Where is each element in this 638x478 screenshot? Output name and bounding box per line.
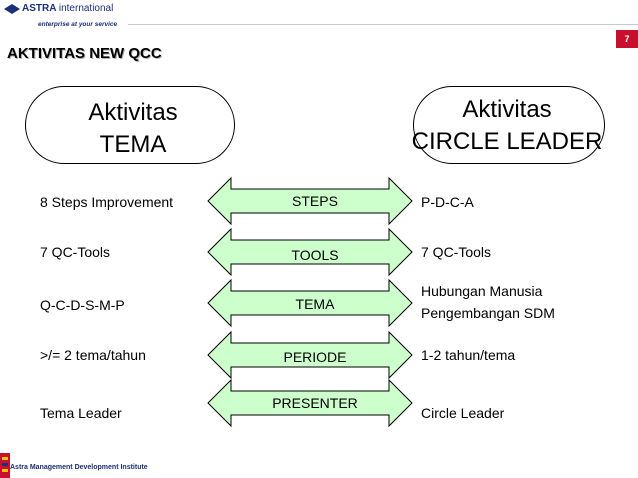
arrow-label-tools: TOOLS (291, 247, 339, 263)
right-item-tools: 7 QC-Tools (421, 244, 492, 260)
footer-institute-name: Astra Management Development Institute (10, 464, 148, 471)
page-title: AKTIVITAS NEW QCC (7, 45, 162, 62)
arrow-presenter (207, 378, 413, 428)
right-item-presenter: Circle Leader (421, 405, 505, 421)
arrow-tema (207, 278, 413, 328)
comparison-arrows (207, 176, 413, 428)
left-item-tools: 7 QC-Tools (40, 244, 111, 260)
left-item-periode: >/= 2 tema/tahun (40, 347, 146, 363)
amdi-logo-icon (0, 453, 10, 478)
arrow-label-steps: STEPS (292, 193, 338, 209)
oval-right-line-2: CIRCLE LEADER (411, 128, 603, 155)
oval-right-text: Aktivitas CIRCLE LEADER (398, 94, 616, 158)
right-item-tema-line-1: Hubungan Manusia (421, 283, 543, 299)
arrow-label-presenter: PRESENTER (272, 395, 358, 411)
arrow-periode (207, 330, 413, 380)
arrow-steps (207, 176, 413, 226)
arrow-label-periode: PERIODE (283, 349, 347, 365)
brand-text: ASTRA (22, 3, 57, 14)
oval-aktivitas-circle-leader (413, 86, 605, 164)
left-item-steps: 8 Steps Improvement (40, 194, 174, 210)
brand-sub-text: international (58, 3, 114, 14)
header-divider (128, 24, 638, 25)
page-number-badge: 7 (616, 30, 638, 48)
oval-left-text: Aktivitas TEMA (33, 97, 233, 161)
arrow-label-tema: TEMA (295, 296, 335, 312)
oval-left-line-2: TEMA (99, 131, 167, 158)
right-item-tema: Hubungan Manusia Pengembangan SDM (421, 280, 555, 324)
right-item-tema-line-2: Pengembangan SDM (421, 305, 555, 321)
right-item-periode: 1-2 tahun/tema (421, 347, 516, 363)
left-item-tema: Q-C-D-S-M-P (40, 297, 125, 313)
brand-tagline: enterprise at your service (38, 21, 118, 28)
brand-name: ASTRA international (22, 3, 113, 14)
arrow-tools (207, 227, 413, 277)
left-item-presenter: Tema Leader (40, 405, 122, 421)
oval-right-line-1: Aktivitas (462, 96, 552, 123)
right-item-steps: P-D-C-A (421, 194, 474, 210)
astra-logo-icon (4, 4, 20, 14)
oval-left-line-1: Aktivitas (88, 99, 178, 126)
oval-aktivitas-tema (25, 86, 235, 164)
